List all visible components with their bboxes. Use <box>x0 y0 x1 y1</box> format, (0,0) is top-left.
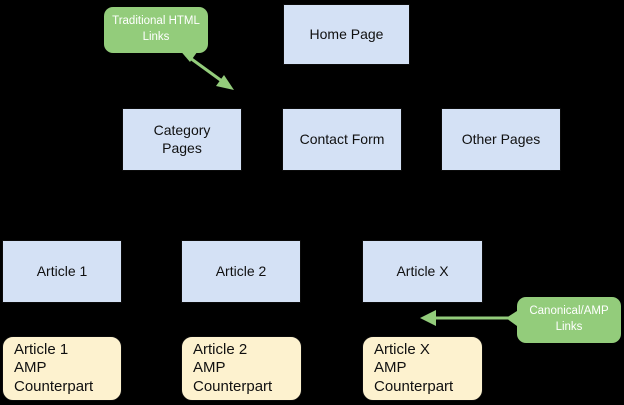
node-article-x[interactable]: Article X <box>362 240 483 303</box>
node-home-page[interactable]: Home Page <box>283 4 410 65</box>
node-article-1-amp-label: Article 1 AMP Counterpart <box>14 341 94 395</box>
callout-canonical-amp-links[interactable]: Canonical/AMP Links <box>517 297 621 343</box>
node-article-x-amp-label: Article X AMP Counterpart <box>374 341 454 395</box>
node-article-x-label: Article X <box>396 262 449 279</box>
node-article-1-amp[interactable]: Article 1 AMP Counterpart <box>2 336 122 401</box>
node-article-1[interactable]: Article 1 <box>2 240 122 303</box>
node-contact-form-label: Contact Form <box>299 130 385 147</box>
node-article-2[interactable]: Article 2 <box>181 240 301 303</box>
node-article-1-label: Article 1 <box>36 262 88 279</box>
node-other-pages-label: Other Pages <box>461 130 541 147</box>
node-article-2-amp-label: Article 2 AMP Counterpart <box>193 341 273 395</box>
traditional-html-links-arrow-shaft <box>185 53 227 86</box>
node-article-x-amp[interactable]: Article X AMP Counterpart <box>362 336 483 401</box>
callout-traditional-html-links[interactable]: Traditional HTML Links <box>104 7 208 53</box>
callout-tail-canonical <box>506 311 517 326</box>
node-article-2-amp[interactable]: Article 2 AMP Counterpart <box>181 336 302 401</box>
node-contact-form[interactable]: Contact Form <box>282 108 402 171</box>
node-article-2-label: Article 2 <box>215 262 267 279</box>
traditional-html-links-arrowhead <box>216 75 234 90</box>
node-category-pages[interactable]: Category Pages <box>122 108 242 171</box>
node-home-page-label: Home Page <box>309 25 384 42</box>
canonical-amp-links-arrowhead <box>420 310 436 326</box>
callout-traditional-html-links-label: Traditional HTML Links <box>112 15 200 43</box>
node-other-pages[interactable]: Other Pages <box>441 108 561 171</box>
node-category-pages-label: Category Pages <box>153 122 211 156</box>
callout-canonical-amp-links-label: Canonical/AMP Links <box>529 305 609 333</box>
